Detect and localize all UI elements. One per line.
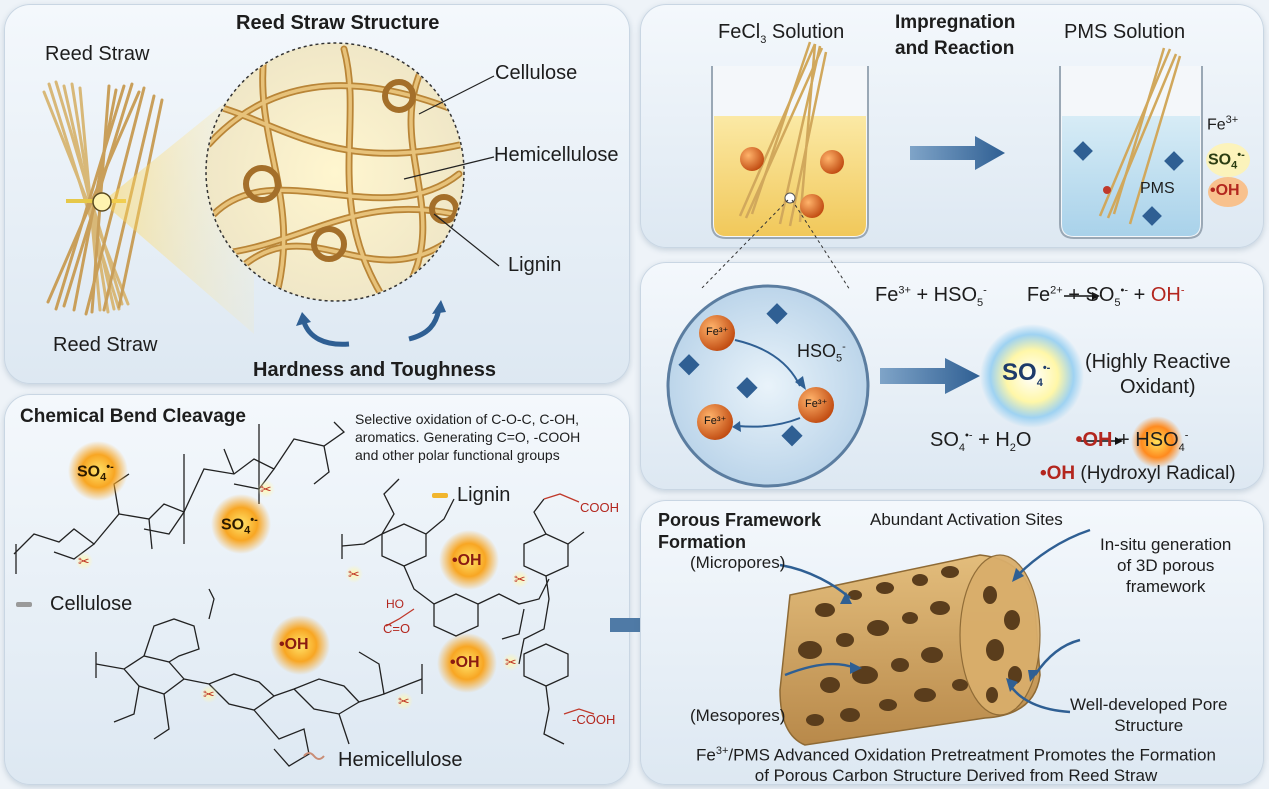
hso5-label: HSO5- [797, 341, 846, 365]
reed-straw-title: Reed Straw Structure [236, 12, 440, 34]
fiber-magnification [205, 42, 465, 302]
oh-radical-c: •OH [450, 654, 480, 671]
insitu-label: In-situ generation of 3D porous framewor… [1100, 535, 1232, 596]
abundant-sites-label: Abundant Activation Sites [870, 510, 1063, 529]
pms-label: PMS [1140, 180, 1175, 197]
reaction-illustration [666, 199, 1183, 488]
svg-text:✂: ✂ [505, 654, 517, 670]
impregnation-illustration [711, 41, 1250, 239]
cellulose-legend: Cellulose [50, 593, 133, 615]
chemical-structures: ✂ ✂ ✂ ✂ ✂ ✂ ✂ [13, 421, 595, 767]
so4-radical-b: SO4•- [221, 514, 258, 537]
impregnation-title: Impregnation and Reaction [895, 12, 1016, 59]
fe3-ball-b: Fe³⁺ [805, 398, 828, 410]
lignin-legend: Lignin [457, 484, 511, 506]
ho-group: HO [386, 597, 404, 611]
chemical-title: Chemical Bend Cleavage [20, 406, 246, 427]
hemicellulose-legend: Hemicellulose [338, 749, 463, 771]
reed-straw-label-top: Reed Straw [45, 43, 150, 65]
highly-reactive-label: (Highly Reactive Oxidant) [1085, 351, 1231, 398]
svg-text:✂: ✂ [348, 566, 360, 582]
fecl3-label: FeCl3 Solution [718, 21, 845, 46]
lignin-label: Lignin [508, 254, 562, 276]
porous-title: Porous Framework Formation [658, 510, 822, 552]
cooh-top: COOH [580, 500, 619, 515]
hydroxyl-radical-label: •OH (Hydroxyl Radical) [1040, 463, 1236, 484]
svg-text:✂: ✂ [398, 693, 410, 709]
svg-text:✂: ✂ [203, 686, 215, 702]
c-double-o: C=O [383, 621, 411, 636]
cooh-bottom: -COOH [572, 712, 616, 727]
fe3-ball-c: Fe³⁺ [704, 415, 727, 427]
svg-text:✂: ✂ [260, 481, 272, 497]
cellulose-label: Cellulose [495, 62, 578, 84]
so4-radical-a: SO4•- [77, 461, 114, 484]
well-developed-label: Well-developed Pore Structure [1070, 695, 1228, 735]
fe3-ball-a: Fe³⁺ [706, 326, 729, 338]
pms-solution-label: PMS Solution [1064, 21, 1186, 43]
hardness-label: Hardness and Toughness [253, 359, 497, 381]
so4-radical-big: SO4•- [1002, 359, 1051, 389]
chemical-description: Selective oxidation of C-O-C, C-OH, arom… [355, 411, 581, 463]
oh-radical-a: •OH [279, 636, 309, 653]
svg-text:✂: ✂ [78, 553, 90, 569]
so4-radical-small: SO4•- [1208, 149, 1245, 172]
reed-straw-label-bottom: Reed Straw [53, 334, 158, 356]
equation-2: SO4•- + H2O•OH + HSO4- [930, 429, 1189, 454]
hemicellulose-label: Hemicellulose [494, 144, 619, 166]
oh-radical-b: •OH [452, 552, 482, 569]
oh-radical-small: •OH [1210, 182, 1240, 199]
svg-text:✂: ✂ [514, 571, 526, 587]
fe3-label: Fe3+ [1207, 114, 1239, 134]
equation-1: Fe3+ + HSO5-Fe2+ + SO5•- + OH- [875, 284, 1185, 309]
porous-carbon-illustration [779, 528, 1091, 746]
micropores-label: (Micropores) [690, 553, 786, 572]
porous-caption: Fe3+/PMS Advanced Oxidation Pretreatment… [696, 745, 1216, 785]
reed-straw-illustration [42, 42, 500, 347]
mesopores-label: (Mesopores) [690, 706, 786, 725]
